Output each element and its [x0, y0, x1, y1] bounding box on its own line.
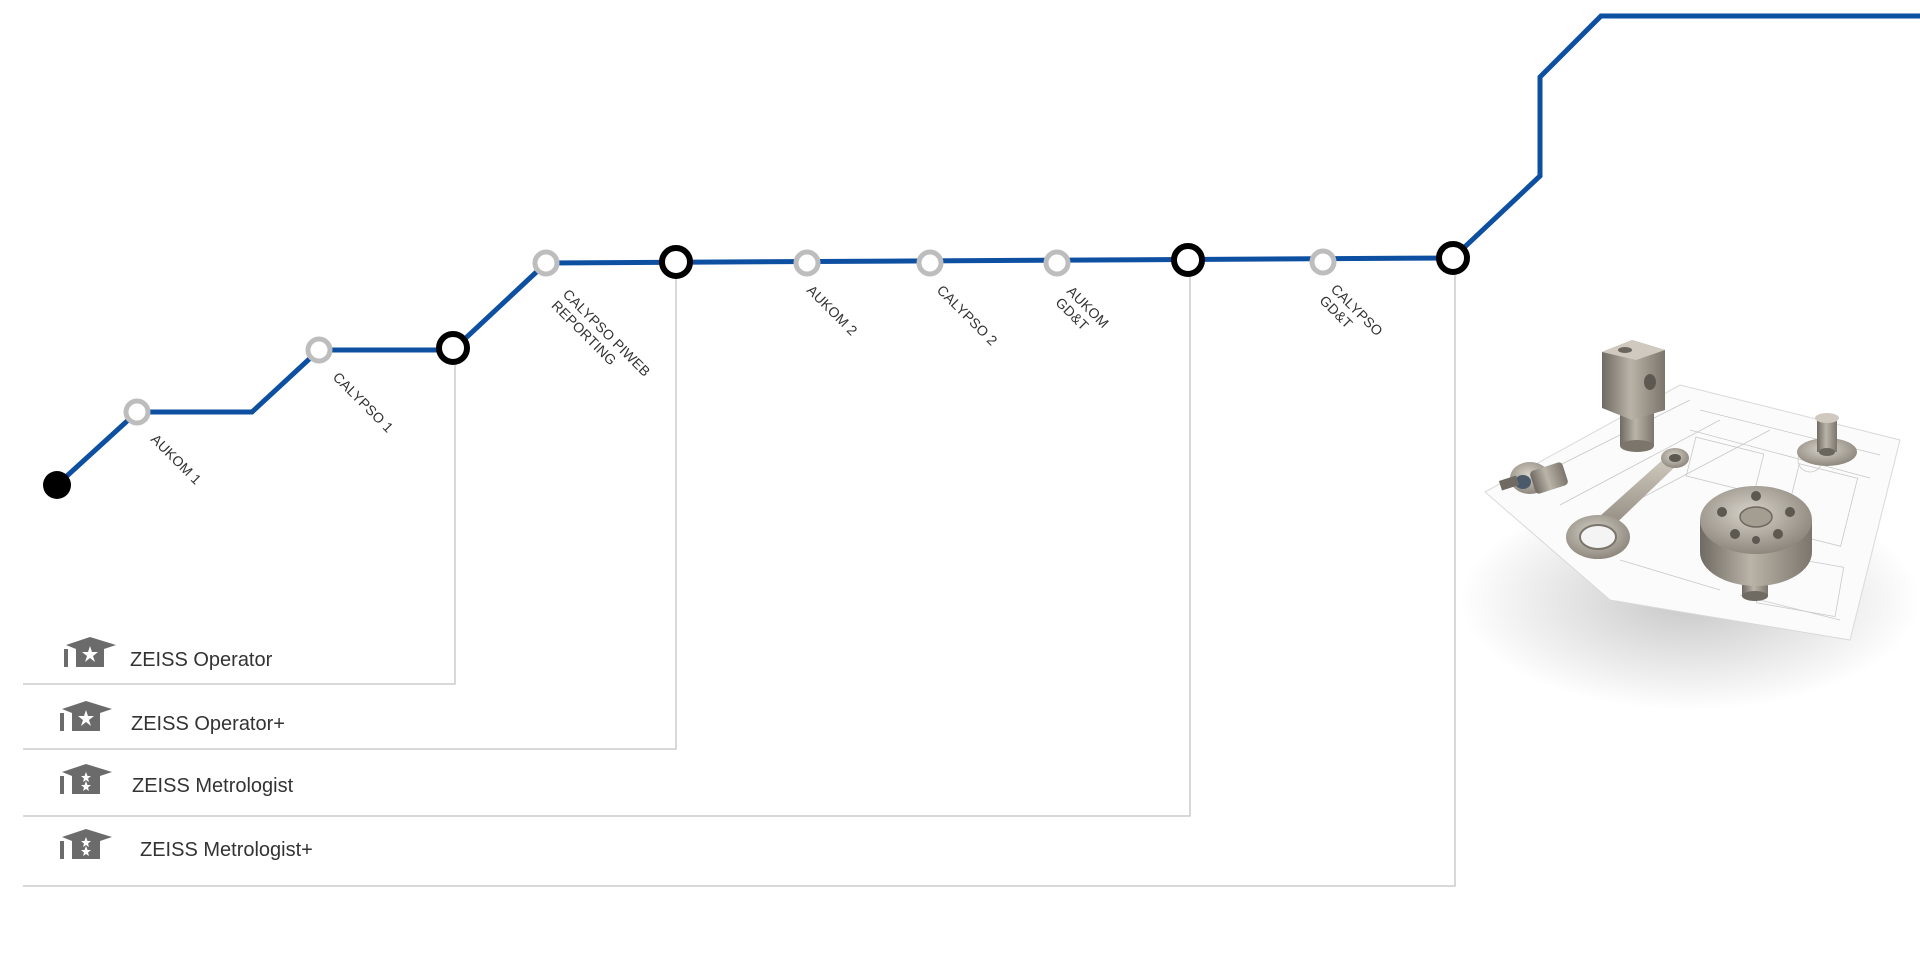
stop-label-calypso-gdt: CALYPSO GD&T — [1317, 281, 1390, 354]
stop-label-calypso-piweb-reporting: CALYPSO PIWEB REPORTING — [549, 286, 657, 394]
graduation-cap-icon — [60, 701, 112, 731]
route-stops — [43, 241, 1470, 499]
block-part — [1602, 340, 1665, 452]
stop-aukom-2 — [793, 249, 821, 277]
stop-labels: AUKOM 1 CALYPSO 1 CALYPSO PIWEB REPORTIN… — [148, 281, 1390, 488]
connecting-rod-part — [1566, 448, 1689, 559]
round-fixture-part — [1700, 486, 1812, 601]
stop-label-calypso-1: CALYPSO 1 — [330, 369, 397, 436]
stop-aukom-1 — [123, 398, 151, 426]
start-stop — [43, 471, 71, 499]
machined-parts-illustration — [1460, 340, 1920, 710]
milestone-metrologist-plus — [1436, 241, 1470, 275]
stop-label-aukom-1: AUKOM 1 — [148, 431, 205, 488]
cert-row-operator-plus: ZEISS Operator+ — [60, 701, 285, 735]
milestone-metrologist — [1171, 243, 1205, 277]
stop-aukom-gdt — [1043, 249, 1071, 277]
stop-calypso-piweb-reporting — [532, 249, 560, 277]
cert-label-metrologist-plus: ZEISS Metrologist+ — [140, 839, 313, 861]
cert-row-metrologist-plus: ZEISS Metrologist+ — [60, 829, 313, 861]
certification-brackets — [23, 258, 1456, 887]
milestone-operator — [436, 331, 470, 365]
certification-list: ZEISS Operator ZEISS Operator+ ZEISS Met… — [60, 637, 313, 861]
stop-calypso-gdt — [1309, 248, 1337, 276]
flange-part — [1797, 413, 1857, 466]
cert-label-metrologist: ZEISS Metrologist — [132, 775, 294, 797]
graduation-cap-icon — [60, 829, 112, 859]
bracket-metrologist — [23, 262, 1191, 817]
cert-row-metrologist: ZEISS Metrologist — [60, 764, 294, 797]
bracket-operator-plus — [23, 262, 677, 750]
bracket-operator — [23, 348, 456, 685]
valve-part — [1498, 462, 1568, 494]
cert-label-operator: ZEISS Operator — [130, 649, 273, 671]
stop-label-aukom-2: AUKOM 2 — [804, 282, 861, 339]
stop-label-aukom-gdt: AUKOM GD&T — [1053, 283, 1116, 346]
milestone-operator-plus — [659, 245, 693, 279]
bracket-metrologist-plus — [23, 258, 1456, 887]
cert-row-operator: ZEISS Operator — [64, 637, 273, 671]
stop-calypso-1 — [305, 336, 333, 364]
stop-label-calypso-2: CALYPSO 2 — [934, 282, 1001, 349]
stop-calypso-2 — [916, 249, 944, 277]
graduation-cap-icon — [60, 764, 112, 794]
graduation-cap-icon — [64, 637, 116, 667]
cert-label-operator-plus: ZEISS Operator+ — [131, 713, 285, 735]
